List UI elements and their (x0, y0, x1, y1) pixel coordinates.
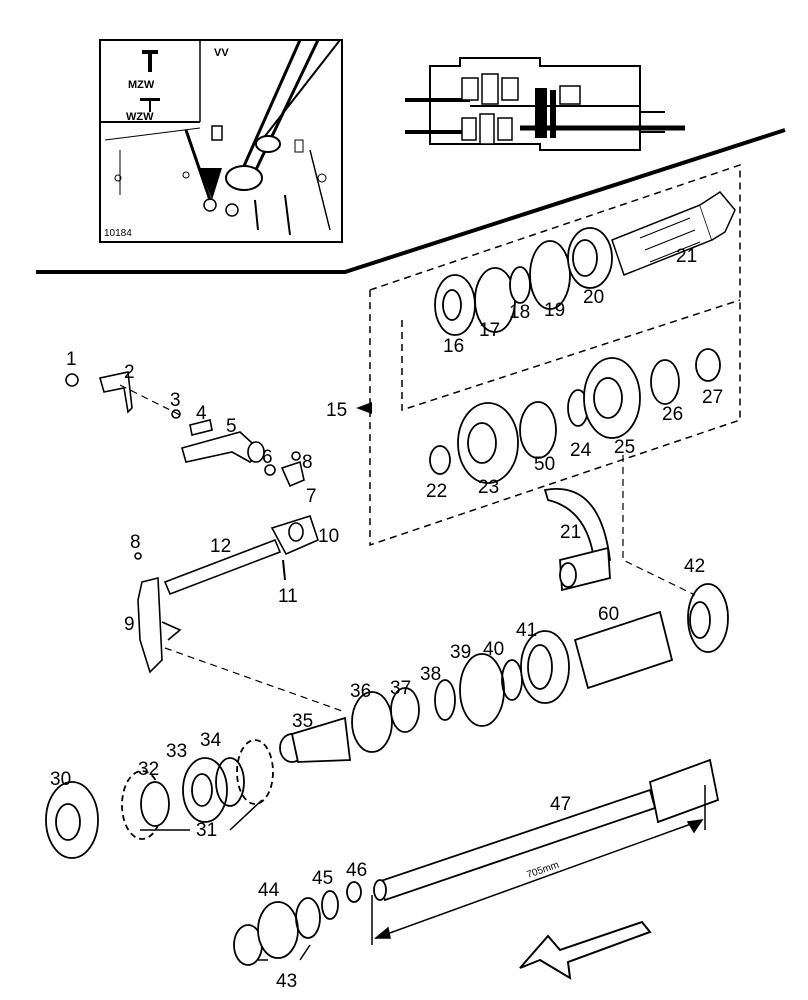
callout-42: 42 (684, 556, 705, 577)
callout-45: 45 (312, 868, 333, 889)
callout-19: 19 (544, 300, 565, 321)
lever-inset: MZW WZW VV 10184 (99, 39, 343, 243)
callout-4: 4 (196, 403, 207, 424)
callout-20: 20 (583, 287, 604, 308)
upper-gear-stack (434, 227, 613, 336)
inset-mark: VV (214, 47, 229, 59)
wzw-label: WZW (126, 111, 154, 123)
callout-35: 35 (292, 711, 313, 732)
upper-shaft-21 (611, 191, 736, 276)
group-15-pointer (356, 402, 372, 414)
selector-parts (65, 371, 305, 488)
callout-9: 9 (124, 614, 135, 635)
dimension-705mm (371, 785, 706, 945)
direction-arrow (519, 920, 652, 980)
callout-46: 46 (346, 860, 367, 881)
callout-41: 41 (516, 620, 537, 641)
callout-33: 33 (166, 741, 187, 762)
left-gear-parts (45, 739, 274, 859)
callout-44: 44 (258, 880, 280, 901)
callout-15: 15 (326, 400, 347, 421)
callout-38: 38 (420, 664, 441, 685)
callout-6: 6 (262, 447, 273, 468)
guide-lines (119, 384, 696, 713)
callout-37: 37 (390, 678, 411, 699)
group-brackets (140, 799, 311, 961)
callout-10: 10 (318, 526, 339, 547)
fork-rod-assembly (134, 515, 319, 674)
callout-18: 18 (509, 302, 530, 323)
callout-7: 7 (306, 486, 317, 507)
section-divider (36, 128, 786, 274)
assembly-group-15 (369, 163, 741, 547)
output-shaft-47 (373, 758, 720, 902)
callout-1: 1 (66, 349, 77, 370)
callout-25: 25 (614, 437, 635, 458)
callout-40: 40 (483, 639, 504, 660)
callout-31: 31 (196, 820, 217, 841)
callout-32: 32 (138, 759, 159, 780)
callout-8-upper: 8 (302, 452, 313, 473)
callout-22: 22 (426, 481, 447, 502)
callout-16: 16 (443, 336, 464, 357)
callout-11: 11 (278, 586, 298, 607)
callout-21-fork: 21 (560, 522, 581, 543)
callout-26: 26 (662, 404, 683, 425)
mzw-label: MZW (128, 79, 155, 91)
inset-code: 10184 (104, 228, 132, 239)
callout-27: 27 (702, 387, 723, 408)
callout-8-lower: 8 (130, 532, 141, 553)
callout-39: 39 (450, 642, 471, 663)
gearbox-schematic (405, 57, 685, 151)
callout-2: 2 (124, 362, 135, 383)
callout-30: 30 (50, 769, 71, 790)
callout-21-upper: 21 (676, 246, 697, 267)
callout-23: 23 (478, 477, 499, 498)
callout-3: 3 (170, 390, 181, 411)
callout-labels: 1 2 3 4 5 6 7 8 8 9 10 11 12 15 16 17 18… (50, 246, 723, 992)
callout-5: 5 (226, 416, 237, 437)
callout-24: 24 (570, 440, 592, 461)
lower-gear-stack (429, 348, 721, 484)
callout-43: 43 (276, 971, 297, 992)
shift-fork-21 (543, 488, 611, 592)
callout-60: 60 (598, 604, 619, 625)
main-shaft-parts (279, 583, 729, 763)
callout-34: 34 (200, 730, 222, 751)
bearing-parts-43-46 (233, 881, 362, 966)
callout-47: 47 (550, 794, 571, 815)
callout-50: 50 (534, 454, 555, 475)
callout-17: 17 (479, 320, 500, 341)
callout-36: 36 (350, 681, 371, 702)
callout-12: 12 (210, 536, 231, 557)
